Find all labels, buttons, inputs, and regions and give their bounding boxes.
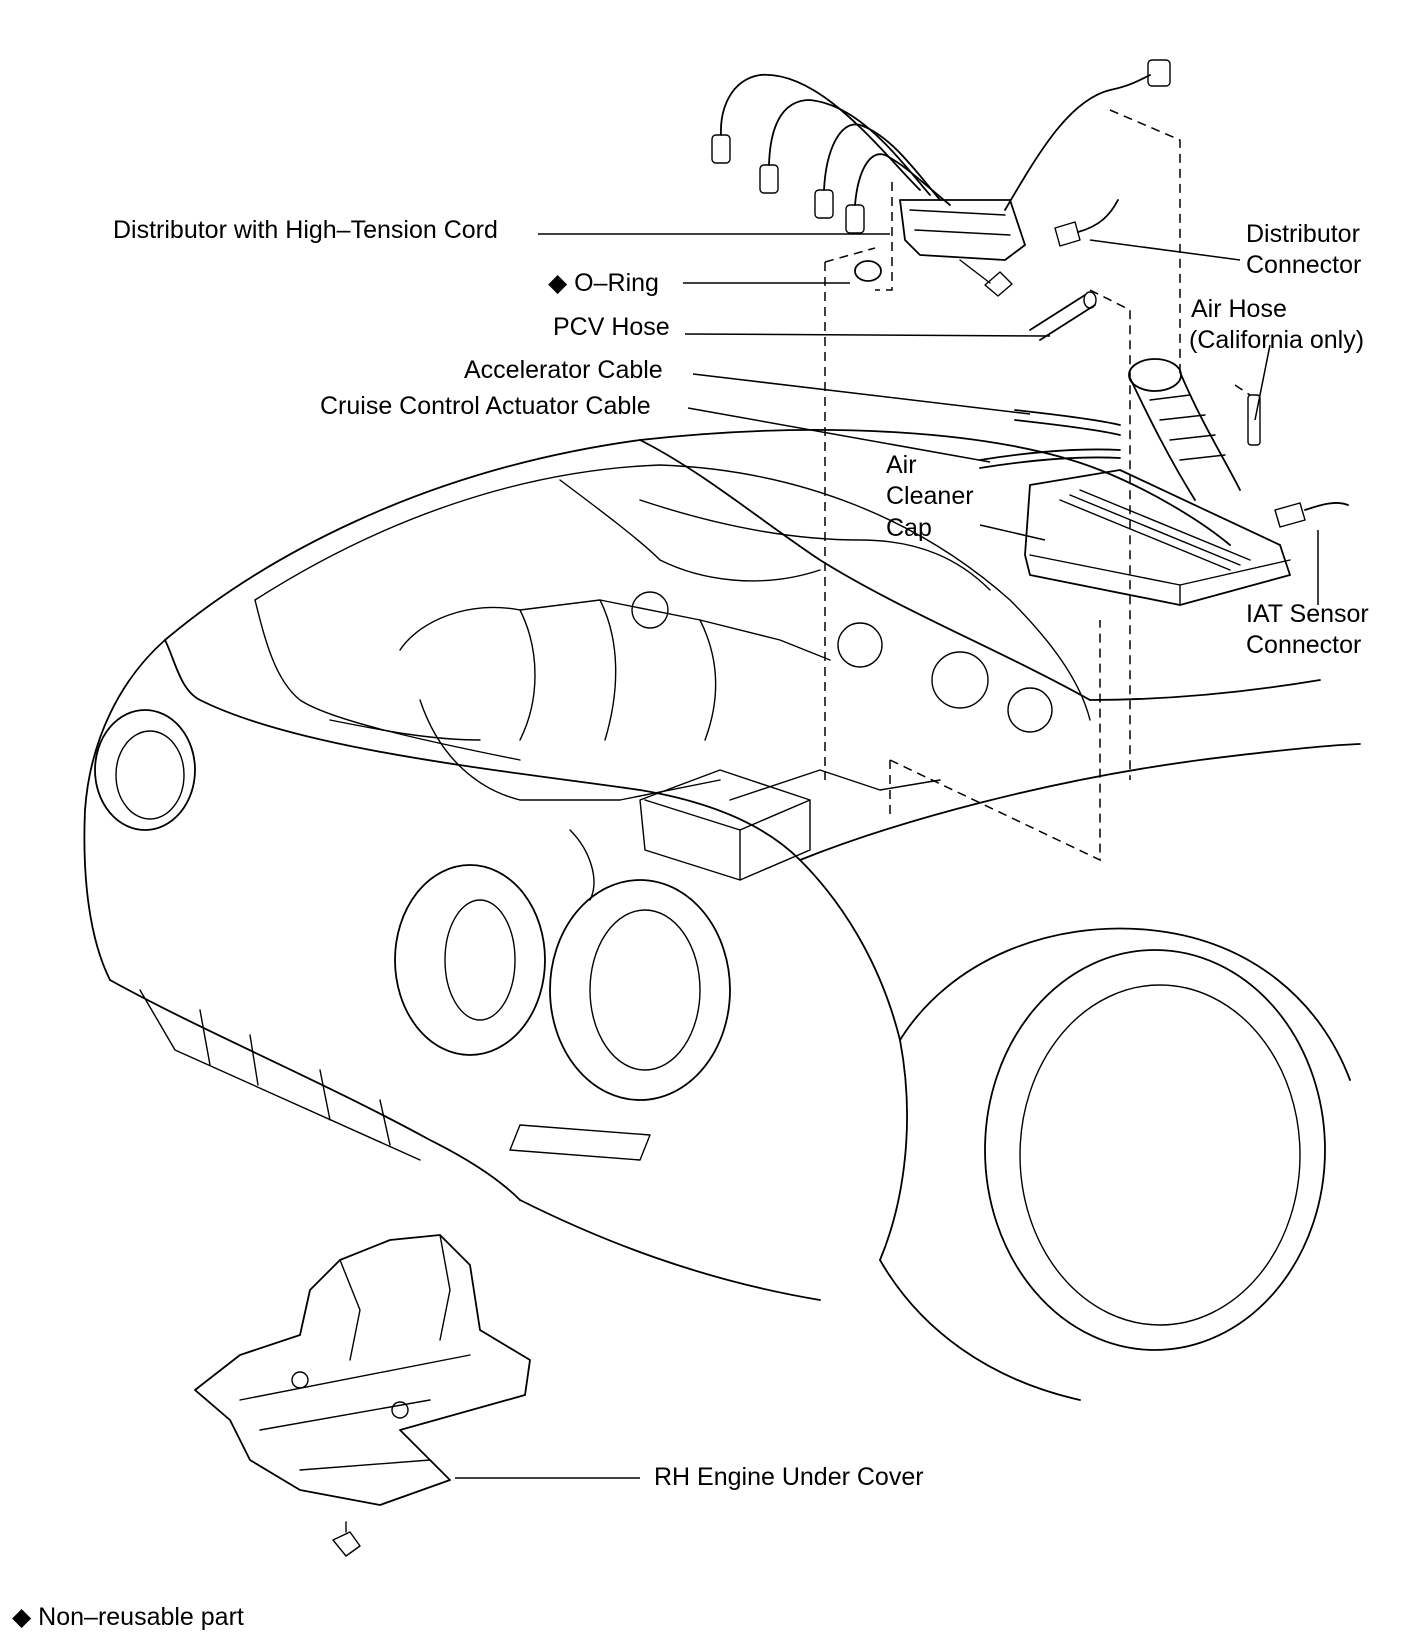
label-distributor: Distributor with High–Tension Cord — [113, 216, 498, 244]
o-ring-part — [854, 260, 882, 282]
label-air-cleaner-cap-line2: Cleaner — [886, 482, 974, 510]
rh-engine-under-cover-part — [194, 1234, 531, 1557]
car-body-outline — [83, 429, 1361, 1401]
leader-lines — [455, 233, 1319, 1479]
legend-non-reusable-part: ◆ Non–reusable part — [12, 1603, 244, 1631]
label-accelerator-cable: Accelerator Cable — [464, 356, 663, 384]
label-air-cleaner-cap-line1: Air — [886, 451, 917, 479]
pcv-hose-part — [1029, 291, 1097, 341]
label-pcv-hose: PCV Hose — [553, 313, 670, 341]
distributor-assembly — [711, 59, 1171, 297]
label-air-hose-line1: Air Hose — [1191, 295, 1287, 323]
label-iat-sensor-connector-line2: Connector — [1246, 631, 1362, 659]
assembly-guide-lines — [824, 109, 1251, 862]
iat-sensor-connector-part — [1274, 502, 1349, 528]
label-distributor-connector-line2: Connector — [1246, 251, 1362, 279]
label-air-hose-line2: (California only) — [1189, 326, 1365, 354]
label-iat-sensor-connector-line1: IAT Sensor — [1246, 600, 1369, 628]
engine-outline — [329, 479, 1053, 901]
control-cables — [979, 409, 1121, 469]
label-rh-engine-under-cover: RH Engine Under Cover — [654, 1463, 924, 1491]
label-cruise-control-cable: Cruise Control Actuator Cable — [320, 392, 651, 420]
air-cleaner-cap-part — [1024, 469, 1291, 606]
distributor-connector-part — [1054, 199, 1119, 247]
air-hose-part — [1128, 358, 1261, 501]
label-air-cleaner-cap-line3: Cap — [886, 514, 932, 542]
label-distributor-connector-line1: Distributor — [1246, 220, 1360, 248]
label-o-ring: ◆ O–Ring — [548, 269, 659, 297]
